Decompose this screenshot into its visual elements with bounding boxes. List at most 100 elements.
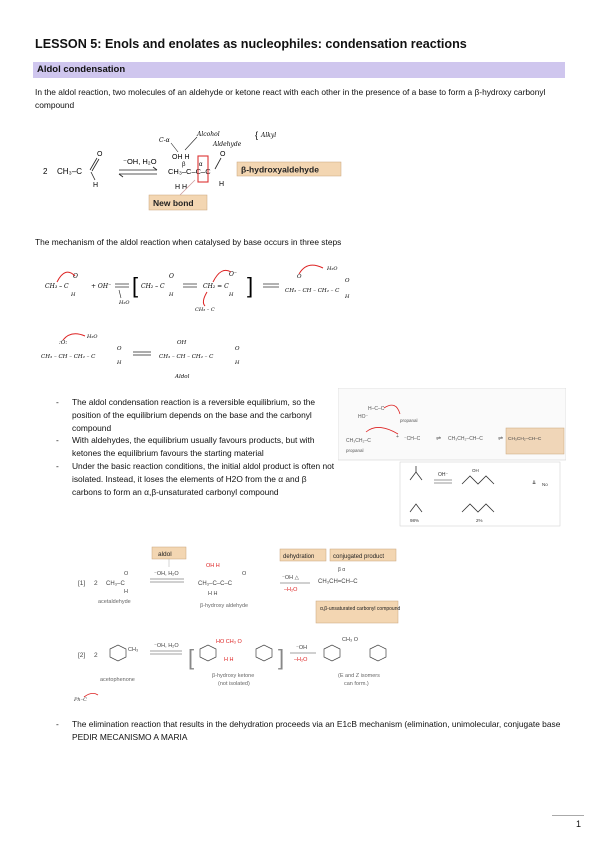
bullet-list: -The aldol condensation reaction is a re… bbox=[56, 396, 336, 498]
bhydroxy-aldehyde-label: β-hydroxy aldehyde bbox=[200, 603, 248, 609]
svg-text:⁻CH–C: ⁻CH–C bbox=[404, 436, 421, 442]
acetophenone-label: acetophenone bbox=[100, 677, 135, 683]
mechanism-intro: The mechanism of the aldol reaction when… bbox=[35, 237, 342, 247]
svg-text:HO⁻: HO⁻ bbox=[358, 414, 369, 420]
svg-text:O: O bbox=[97, 151, 103, 158]
svg-text:CH₃–C–C–C: CH₃–C–C–C bbox=[198, 581, 233, 587]
svg-text:H: H bbox=[344, 294, 350, 300]
svg-text:H: H bbox=[124, 589, 128, 595]
svg-text:H: H bbox=[70, 292, 76, 298]
reaction-1-label: [1] bbox=[78, 580, 85, 587]
tag-aldol: aldol bbox=[158, 551, 172, 558]
reaction-2-label: [2] bbox=[78, 652, 85, 659]
svg-text:CH₃ – CH – CH₂ – C: CH₃ – CH – CH₂ – C bbox=[41, 354, 96, 360]
svg-text:H: H bbox=[234, 360, 240, 366]
note-alcohol: Alcohol bbox=[196, 131, 220, 138]
svg-text:HO CH₃ O: HO CH₃ O bbox=[216, 639, 242, 645]
svg-text:O: O bbox=[124, 571, 129, 577]
svg-text:⁻OH, H₂O: ⁻OH, H₂O bbox=[154, 571, 179, 577]
note-carbon-alpha: C-α bbox=[159, 137, 170, 144]
ez-isomers-label: (E and Z isomers bbox=[338, 673, 380, 679]
svg-text:O: O bbox=[242, 571, 247, 577]
bullet-item: -With aldehydes, the equilibrium usually… bbox=[56, 435, 315, 459]
svg-text:H H: H H bbox=[208, 591, 218, 597]
svg-text:CH₃ – C: CH₃ – C bbox=[195, 307, 215, 313]
svg-text:–H₂O: –H₂O bbox=[284, 587, 298, 593]
scheme1-reactant: CH₃–C bbox=[57, 167, 82, 176]
last-bullet: - The elimination reaction that results … bbox=[56, 719, 561, 742]
svg-text:⇊: ⇊ bbox=[532, 480, 536, 486]
condensation-scheme: aldol dehydration conjugated product [1]… bbox=[73, 546, 400, 703]
bullet-item: -The aldol condensation reaction is a re… bbox=[56, 397, 316, 433]
svg-text:CH₃CH₂–C: CH₃CH₂–C bbox=[346, 438, 371, 444]
svg-text:CH₂ = C: CH₂ = C bbox=[203, 283, 229, 290]
new-bond-label: New bond bbox=[153, 198, 194, 208]
svg-text:CH₃: CH₃ bbox=[128, 647, 138, 653]
svg-text:2: 2 bbox=[94, 652, 98, 659]
right-no: No bbox=[542, 482, 548, 487]
svg-text:H: H bbox=[228, 292, 234, 298]
beta-label: β bbox=[182, 162, 186, 168]
svg-text:OH H: OH H bbox=[172, 154, 190, 161]
right-oh: OH⁻ bbox=[438, 472, 449, 478]
svg-text:β α: β α bbox=[338, 567, 345, 573]
bhydroxy-ketone-label: β-hydroxy ketone bbox=[212, 673, 254, 679]
scheme1-coef: 2 bbox=[43, 167, 48, 176]
svg-text:⁻OH, H₂O: ⁻OH, H₂O bbox=[154, 643, 179, 649]
new-bond-box bbox=[148, 194, 208, 211]
mechanism-step-1-2: CH₃ – C O H + OH⁻ H₂O [ CH₂ – C O H CH₂ … bbox=[45, 264, 350, 313]
section-header-bar bbox=[33, 62, 565, 78]
svg-text:H: H bbox=[93, 182, 98, 189]
note-alkyl: Alkyl bbox=[260, 132, 276, 139]
svg-text:H H: H H bbox=[224, 657, 234, 663]
svg-text:O: O bbox=[220, 151, 226, 158]
svg-text:H: H bbox=[168, 292, 174, 298]
svg-text::O:: :O: bbox=[59, 340, 67, 346]
svg-text:Ph–C: Ph–C bbox=[73, 697, 87, 703]
svg-text:O: O bbox=[345, 278, 350, 284]
lesson-title: LESSON 5: Enols and enolates as nucleoph… bbox=[35, 37, 467, 51]
svg-text:OH: OH bbox=[177, 340, 187, 346]
propanal-label-1: propanal bbox=[346, 448, 364, 453]
svg-text:OH: OH bbox=[472, 468, 479, 473]
svg-text:O: O bbox=[169, 273, 174, 280]
mech-aldol-label: Aldol bbox=[174, 374, 190, 380]
svg-text:O: O bbox=[297, 274, 302, 280]
svg-text:⁻OH: ⁻OH bbox=[296, 645, 307, 651]
beta-hydroxyaldehyde-label: β-hydroxyaldehyde bbox=[241, 165, 319, 175]
svg-text:OH H: OH H bbox=[206, 563, 220, 569]
svg-text:CH₃–C–C–C: CH₃–C–C–C bbox=[168, 167, 211, 176]
right-98: 98% bbox=[410, 518, 419, 523]
acetaldehyde-label: acetaldehyde bbox=[98, 599, 131, 605]
beta-hydroxyaldehyde-box bbox=[236, 161, 342, 177]
svg-text:H H: H H bbox=[175, 184, 187, 191]
svg-text:⁻OH △: ⁻OH △ bbox=[282, 575, 300, 581]
svg-text:⇌: ⇌ bbox=[498, 435, 503, 442]
not-isolated-label: (not isolated) bbox=[218, 681, 250, 687]
alpha-label: α bbox=[199, 162, 203, 168]
svg-text:H₂O: H₂O bbox=[326, 266, 337, 272]
tag-conjugated-product: conjugated product bbox=[333, 554, 384, 560]
svg-text:[: [ bbox=[188, 645, 194, 670]
svg-text:H₂O: H₂O bbox=[86, 334, 97, 340]
scheme1-reagent: ⁻OH, H₂O bbox=[123, 157, 157, 166]
mechanism-step-3: CH₃ – CH – CH₂ – C :O: H₂O O H CH₃ – CH … bbox=[41, 333, 240, 380]
svg-text:O: O bbox=[117, 346, 122, 352]
svg-text:H: H bbox=[116, 360, 122, 366]
right-mechanism-figure: H–C–C HO⁻ CH₃CH₂–C propanal + ⁻CH–C prop… bbox=[338, 388, 566, 527]
svg-text:O: O bbox=[73, 273, 78, 280]
right-2: 2% bbox=[476, 518, 483, 523]
page-number: 1 bbox=[575, 819, 581, 829]
svg-text:CH₃CH=CH–C: CH₃CH=CH–C bbox=[318, 579, 358, 585]
svg-text:CH₃–C: CH₃–C bbox=[106, 581, 125, 587]
svg-text:+: + bbox=[396, 434, 399, 440]
ab-unsaturated-label-1: α,β-unsaturated carbonyl compound bbox=[320, 606, 400, 612]
svg-text:CH₃ – CH – CH₂ – C: CH₃ – CH – CH₂ – C bbox=[285, 288, 340, 294]
svg-text:]: ] bbox=[247, 273, 253, 298]
svg-text:H: H bbox=[219, 181, 224, 188]
svg-text:H–C–C: H–C–C bbox=[368, 406, 385, 412]
svg-text:CH₃ – C: CH₃ – C bbox=[45, 283, 69, 290]
svg-text:CH₃ O: CH₃ O bbox=[342, 637, 359, 643]
svg-text:can form.): can form.) bbox=[344, 681, 369, 687]
page-number-rule bbox=[552, 815, 584, 816]
